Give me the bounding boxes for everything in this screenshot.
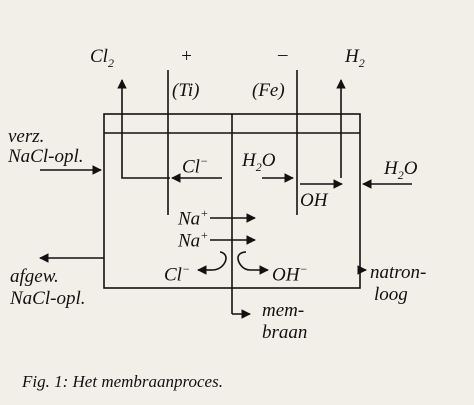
feed-label-line1: verz.	[8, 126, 45, 147]
membrane-label-line1: mem-	[262, 300, 305, 321]
h2-label: H2	[345, 46, 365, 70]
hydroxide-bottom-label: OH−	[272, 262, 308, 286]
cl2-label: Cl2	[90, 46, 114, 70]
chloride-bottom-label: Cl−	[164, 262, 191, 286]
chloride-ion-label: Cl−	[182, 154, 209, 178]
outlet-right-line1: natron-	[370, 262, 427, 283]
minus-label: –	[278, 44, 288, 65]
outlet-left-line2: NaCl-opl.	[10, 288, 86, 309]
anode-material-label: (Ti)	[172, 80, 200, 101]
plus-label: +	[180, 46, 193, 67]
cl2-outlet-arrow	[117, 79, 170, 179]
water-outside-label: H2O	[384, 158, 418, 182]
sodium-ion-label-2: Na+	[178, 228, 209, 252]
membrane-label-line2: braan	[262, 322, 308, 343]
water-cell-label: H2O	[242, 150, 276, 174]
feed-label-line2: NaCl-opl.	[8, 146, 84, 167]
hydroxide-return-curve	[237, 251, 251, 271]
figure-caption: Fig. 1: Het membraanproces.	[22, 372, 223, 391]
hydroxide-cell-label: OH	[300, 190, 328, 211]
sodium-ion-label-1: Na+	[178, 206, 209, 230]
cathode-material-label: (Fe)	[252, 80, 285, 101]
outlet-left-line1: afgew.	[10, 266, 59, 287]
outlet-right-line2: loog	[374, 284, 408, 305]
chloride-return-curve	[211, 251, 227, 271]
